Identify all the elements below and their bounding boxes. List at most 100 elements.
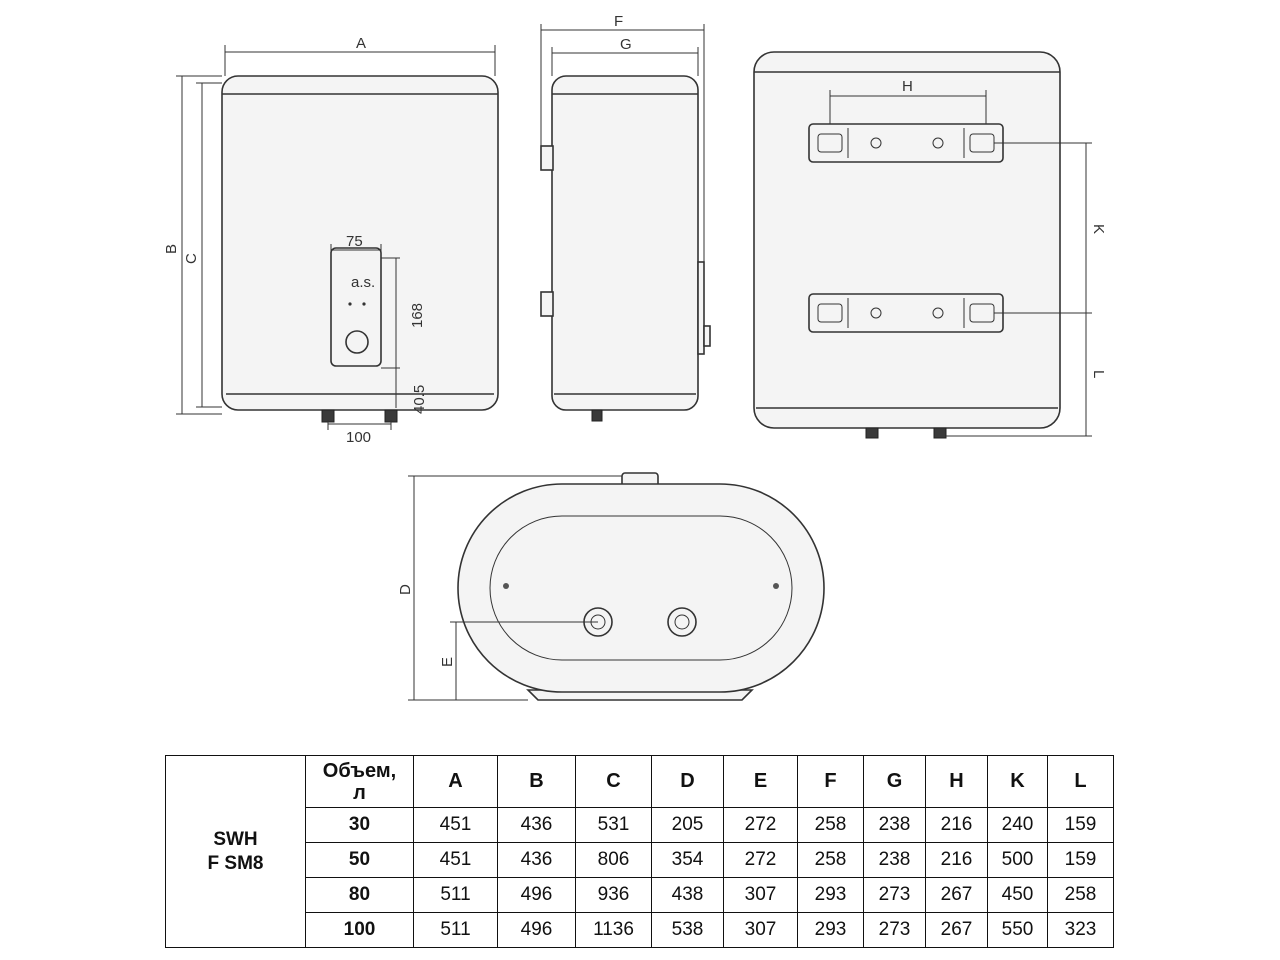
bottom-outlet-pipe — [667, 607, 697, 637]
value-cell: 293 — [797, 877, 864, 913]
dim-label-k: K — [1090, 224, 1107, 234]
value-cell: 205 — [651, 807, 724, 843]
bracket-divider — [847, 298, 965, 328]
bottom-screw-icon — [503, 583, 509, 589]
dim-line-d — [408, 475, 622, 701]
volume-header: Объем, л — [305, 755, 414, 808]
dim-label-b: B — [163, 244, 180, 254]
column-header: F — [797, 755, 864, 808]
column-header: A — [413, 755, 498, 808]
value-cell: 273 — [863, 877, 926, 913]
value-cell: 307 — [723, 877, 798, 913]
value-cell: 273 — [863, 912, 926, 948]
volume-header-line-2: л — [353, 781, 366, 804]
value-cell: 450 — [987, 877, 1048, 913]
value-cell: 511 — [413, 912, 498, 948]
technical-drawing: a.s. A B C 75 168 40.5 100 — [163, 13, 1107, 701]
bottom-inner-panel — [489, 515, 793, 661]
dim-label-g: G — [620, 36, 632, 53]
value-cell: 267 — [925, 912, 988, 948]
bracket-hole — [870, 137, 882, 149]
column-header: G — [863, 755, 926, 808]
value-cell: 436 — [497, 842, 576, 878]
mount-bracket-bottom — [808, 293, 1004, 333]
value-cell: 451 — [413, 807, 498, 843]
bottom-view: D E — [397, 472, 825, 701]
value-cell: 538 — [651, 912, 724, 948]
volume-cell: 100 — [305, 912, 414, 948]
control-knob-icon — [345, 330, 369, 354]
dim-line-g — [551, 47, 699, 76]
mount-bracket-top — [808, 123, 1004, 163]
value-cell: 238 — [863, 807, 926, 843]
bracket-slot — [817, 303, 843, 323]
value-cell: 496 — [497, 877, 576, 913]
panel-indicator-light — [362, 302, 366, 306]
value-cell: 354 — [651, 842, 724, 878]
dim-line-e — [450, 621, 598, 700]
column-header: E — [723, 755, 798, 808]
column-header: H — [925, 755, 988, 808]
dim-line-l — [946, 313, 1092, 437]
table-row: 80 511 496 936 438 307 293 273 267 450 2… — [166, 877, 1114, 913]
dim-line-panel-width — [330, 244, 382, 252]
model-line-2: F SM8 — [207, 852, 264, 874]
dim-line-h — [829, 90, 987, 124]
value-cell: 272 — [723, 842, 798, 878]
dim-line-f — [540, 24, 705, 262]
dim-line-panel-height — [381, 257, 400, 369]
dim-label-c: C — [183, 253, 200, 264]
value-cell: 293 — [797, 912, 864, 948]
back-tank-body — [753, 51, 1061, 429]
dim-label-d: D — [397, 584, 414, 595]
dim-line-b — [176, 75, 222, 415]
bottom-outer-shell — [457, 483, 825, 693]
value-cell: 272 — [723, 807, 798, 843]
value-cell: 258 — [797, 807, 864, 843]
value-cell: 806 — [575, 842, 652, 878]
value-cell: 258 — [1047, 877, 1114, 913]
bracket-divider — [847, 128, 965, 158]
dim-line-pipe-spacing — [327, 420, 392, 430]
value-cell: 216 — [925, 807, 988, 843]
bracket-hole — [932, 137, 944, 149]
value-cell: 216 — [925, 842, 988, 878]
panel-brand-label: a.s. — [351, 274, 375, 291]
dim-label-panel-offset: 40.5 — [411, 385, 428, 414]
value-cell: 550 — [987, 912, 1048, 948]
dimensions-table: SWH F SM8 Объем, л A B C D E F G H K L 3… — [165, 755, 1114, 948]
bracket-hole — [932, 307, 944, 319]
dim-label-l: L — [1090, 370, 1107, 378]
value-cell: 500 — [987, 842, 1048, 878]
model-cell: SWH F SM8 — [165, 755, 306, 948]
side-pipe — [591, 409, 603, 422]
front-view: a.s. A B C 75 168 40.5 100 — [163, 35, 499, 446]
value-cell: 438 — [651, 877, 724, 913]
panel-indicator-light — [348, 302, 352, 306]
dim-label-a: A — [356, 35, 366, 52]
dim-line-k — [994, 142, 1092, 314]
model-line-1: SWH — [213, 828, 258, 850]
value-cell: 936 — [575, 877, 652, 913]
back-pipe-left — [865, 427, 879, 439]
front-tank-body — [221, 75, 499, 411]
value-cell: 267 — [925, 877, 988, 913]
volume-cell: 80 — [305, 877, 414, 913]
table-header-row: SWH F SM8 Объем, л A B C D E F G H K L — [165, 755, 1114, 948]
value-cell: 496 — [497, 912, 576, 948]
back-pipe-right — [933, 427, 947, 439]
dim-label-e: E — [439, 657, 456, 667]
volume-cell: 30 — [305, 807, 414, 843]
side-tank-body — [551, 75, 699, 411]
column-header: C — [575, 755, 652, 808]
control-panel — [330, 247, 382, 367]
bracket-hole — [870, 307, 882, 319]
dim-label-pipe-spacing: 100 — [346, 429, 371, 446]
dim-line-a — [224, 45, 496, 76]
value-cell: 159 — [1047, 807, 1114, 843]
value-cell: 307 — [723, 912, 798, 948]
value-cell: 1136 — [575, 912, 652, 948]
table-row: 50 451 436 806 354 272 258 238 216 500 1… — [166, 842, 1114, 878]
value-cell: 323 — [1047, 912, 1114, 948]
column-header: B — [497, 755, 576, 808]
